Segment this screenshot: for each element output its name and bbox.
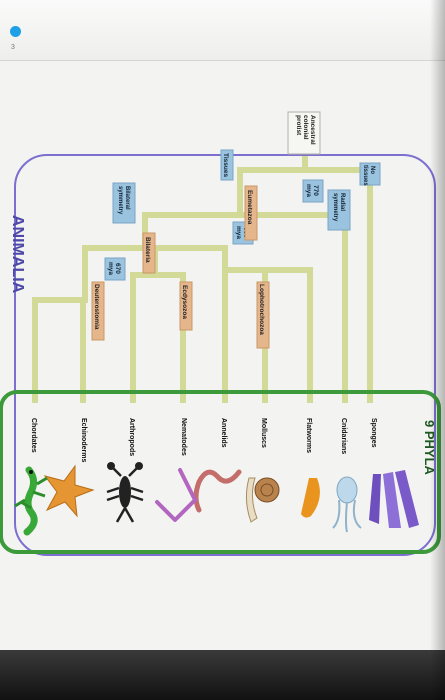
trait-bilateral-symmetry: Bilateralsymmetry (112, 182, 136, 224)
svg-text:Notissues: Notissues (362, 165, 375, 186)
jellyfish-icon (332, 476, 362, 533)
phylum-label-arthropods: Arthropods (128, 418, 135, 456)
lizard-icon (14, 466, 48, 536)
phyla-count-label: 9 PHYLA (422, 420, 437, 476)
root-line-1: Ancestral (309, 115, 316, 145)
svg-text:Ecdysozoa: Ecdysozoa (181, 285, 188, 319)
phylum-label-nematodes: Nematodes (180, 418, 187, 456)
starfish-icon (43, 464, 95, 518)
earthworm-icon (193, 469, 242, 513)
page-indicator-icon[interactable] (10, 26, 21, 37)
trait-tissues: Tissues (220, 149, 234, 181)
svg-text:Deuterostomia: Deuterostomia (93, 284, 100, 330)
phylum-label-sponges: Sponges (370, 418, 377, 448)
flatworm-icon (301, 478, 320, 518)
trait-radial-symmetry: Radialsymmetry (327, 189, 351, 231)
animalia-label: ANIMALIA (9, 215, 26, 294)
svg-text:Radialsymmetry: Radialsymmetry (332, 193, 345, 222)
clade-ecdysozoa: Ecdysozoa (179, 281, 193, 331)
svg-text:Bilateralsymmetry: Bilateralsymmetry (117, 186, 130, 215)
phylum-labels: Sponges Cnidarians Flatworms Molluscs An… (30, 418, 377, 462)
snail-icon (245, 477, 280, 523)
phylum-label-chordates: Chordates (30, 418, 37, 453)
time-770: 770mya (302, 179, 324, 203)
time-670: 670mya (104, 257, 126, 281)
bottom-background (0, 650, 445, 700)
lobster-icon (106, 462, 144, 523)
phylum-label-flatworms: Flatworms (305, 418, 312, 453)
root-label: Ancestral colonial protist (295, 115, 316, 146)
trait-no-tissues: Notissues (359, 162, 381, 186)
phylum-label-molluscs: Molluscs (260, 418, 267, 448)
svg-text:Bilateria: Bilateria (144, 237, 151, 263)
root-line-3: protist (295, 115, 302, 136)
svg-text:Tissues: Tissues (222, 153, 229, 177)
sponge-icon (369, 470, 419, 528)
phylum-label-cnidarians: Cnidarians (340, 418, 347, 454)
top-toolbar-strip (0, 0, 445, 61)
svg-text:670mya: 670mya (107, 262, 121, 275)
root-node: Ancestral colonial protist (287, 111, 321, 155)
roundworm-icon (155, 468, 197, 522)
root-line-2: colonial (302, 115, 309, 140)
phylum-label-annelids: Annelids (220, 418, 227, 448)
svg-text:770mya: 770mya (305, 184, 319, 197)
svg-text:Eumetazoa: Eumetazoa (246, 190, 253, 225)
page-number: 3 (11, 44, 15, 51)
clade-lophotrochozoa: Lophotrochozoa (256, 281, 270, 349)
svg-text:Lophotrochozoa: Lophotrochozoa (258, 284, 265, 335)
clade-deuterostomia: Deuterostomia (91, 281, 105, 341)
phyla-outline (0, 390, 441, 554)
phylum-label-echinoderms: Echinoderms (80, 418, 87, 462)
clade-eumetazoa: Eumetazoa (244, 185, 258, 241)
right-edge-shadow (430, 0, 445, 700)
clade-bilateria: Bilateria (142, 232, 156, 274)
